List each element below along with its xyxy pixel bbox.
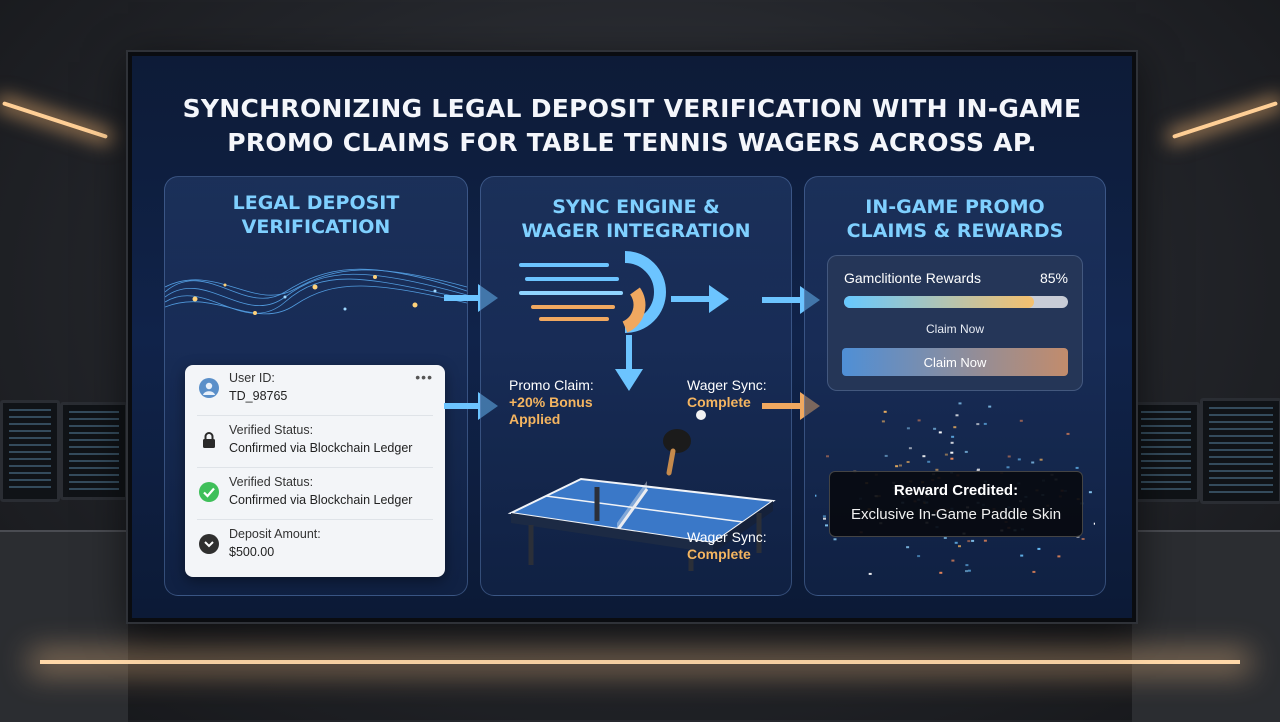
- title-line-2: PROMO CLAIMS FOR TABLE TENNIS WAGERS ACR…: [227, 128, 1037, 157]
- verified-status-label-1: Verified Status:: [229, 423, 314, 437]
- deposit-panel-title: LEGAL DEPOSIT VERIFICATION: [165, 191, 467, 239]
- claim-now-link[interactable]: Claim Now: [925, 322, 984, 336]
- sync-engine-panel: SYNC ENGINE & WAGER INTEGRATION Promo Cl…: [480, 176, 792, 596]
- reward-credited-banner: Reward Credited: Exclusive In-Game Paddl…: [829, 471, 1083, 537]
- wager-sync-value-top: Complete: [687, 394, 751, 410]
- floor-light-strip: [40, 660, 1240, 664]
- rewards-widget-title: Gamclitionte Rewards: [844, 270, 981, 286]
- rewards-widget: Gamclitionte Rewards 85% Claim Now Claim…: [827, 255, 1083, 391]
- deposit-amount-label: Deposit Amount:: [229, 527, 321, 541]
- desk-left: [0, 530, 128, 722]
- reward-credited-title: Reward Credited:: [893, 482, 1019, 499]
- user-icon: [199, 378, 219, 398]
- sync-panel-title: SYNC ENGINE & WAGER INTEGRATION: [481, 195, 791, 243]
- ceiling-light-left: [2, 101, 108, 139]
- background-monitor-left-2: [60, 402, 128, 500]
- verified-status-value-2: Confirmed via Blockchain Ledger: [229, 493, 413, 507]
- data-stream-graphic: [165, 268, 467, 315]
- ceiling-light-right: [1172, 101, 1278, 139]
- rewards-progress-fill: [844, 296, 1035, 308]
- verified-status-row-1: Verified Status: Confirmed via Blockchai…: [197, 417, 433, 468]
- wager-sync-status-bottom: Wager Sync: Complete: [687, 529, 767, 563]
- lock-icon: [199, 430, 219, 450]
- chevron-down-icon: [199, 534, 219, 554]
- verified-status-value-1: Confirmed via Blockchain Ledger: [229, 441, 413, 455]
- user-id-label: User ID:: [229, 371, 275, 385]
- rewards-title-line-2: CLAIMS & REWARDS: [846, 220, 1064, 242]
- title-line-1: SYNCHRONIZING LEGAL DEPOSIT VERIFICATION…: [182, 94, 1082, 123]
- deposit-amount-value: $500.00: [229, 545, 275, 559]
- more-options-icon[interactable]: •••: [415, 369, 433, 385]
- rewards-progress-bar: [844, 296, 1068, 308]
- wager-sync-label-bottom: Wager Sync:: [687, 529, 767, 545]
- claim-now-button[interactable]: Claim Now: [842, 348, 1068, 376]
- verified-status-row-2: Verified Status: Confirmed via Blockchai…: [197, 469, 433, 520]
- background-monitor-left-1: [0, 400, 60, 502]
- rewards-percent: 85%: [1039, 270, 1068, 286]
- arrow-down-icon: [615, 335, 643, 391]
- user-verification-card: User ID: TD_98765 ••• Verified Status: C…: [185, 365, 445, 577]
- deposit-title-line-2: VERIFICATION: [241, 216, 391, 238]
- background-monitor-right-2: [1200, 398, 1280, 504]
- promo-claim-label: Promo Claim:: [509, 377, 594, 393]
- sync-engine-icon: [519, 251, 666, 333]
- reward-credited-detail: Exclusive In-Game Paddle Skin: [850, 506, 1062, 523]
- user-id-row: User ID: TD_98765 •••: [197, 365, 433, 416]
- deposit-verification-panel: LEGAL DEPOSIT VERIFICATION: [164, 176, 468, 596]
- promo-claim-value-2: Applied: [509, 411, 561, 427]
- page-title: SYNCHRONIZING LEGAL DEPOSIT VERIFICATION…: [172, 92, 1092, 160]
- sync-title-line-2: WAGER INTEGRATION: [521, 220, 751, 242]
- verified-status-label-2: Verified Status:: [229, 475, 314, 489]
- background-monitor-right-1: [1132, 402, 1200, 502]
- promo-rewards-panel: IN-GAME PROMO CLAIMS & REWARDS Gamclitio…: [804, 176, 1106, 596]
- arrow-right-icon: [671, 285, 729, 313]
- promo-claim-value-1: +20% Bonus: [509, 394, 593, 410]
- check-icon: [199, 482, 219, 502]
- wager-sync-value-bottom: Complete: [687, 546, 751, 562]
- main-display: SYNCHRONIZING LEGAL DEPOSIT VERIFICATION…: [128, 52, 1136, 622]
- rewards-panel-title: IN-GAME PROMO CLAIMS & REWARDS: [805, 195, 1105, 243]
- promo-claim-status: Promo Claim: +20% Bonus Applied: [509, 377, 594, 428]
- ping-pong-table-icon: [507, 410, 776, 571]
- wager-sync-label-top: Wager Sync:: [687, 377, 767, 393]
- wager-sync-status-top: Wager Sync: Complete: [687, 377, 767, 411]
- deposit-amount-row: Deposit Amount: $500.00: [197, 521, 433, 571]
- user-id-value: TD_98765: [229, 389, 288, 403]
- sync-title-line-1: SYNC ENGINE &: [552, 196, 720, 218]
- rewards-title-line-1: IN-GAME PROMO: [865, 196, 1045, 218]
- deposit-title-line-1: LEGAL DEPOSIT: [232, 192, 400, 214]
- desk-right: [1132, 530, 1280, 722]
